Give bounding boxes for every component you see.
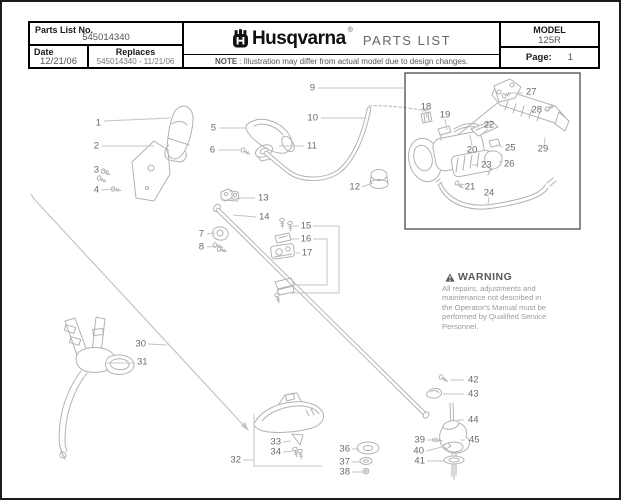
harness-art <box>58 316 135 460</box>
brand-name: Husqvarna <box>251 27 346 49</box>
page-label: Page: <box>525 52 552 63</box>
part-callout-17: 17 <box>302 248 313 259</box>
part-callout-6: 6 <box>210 145 215 156</box>
warning-triangle-icon <box>445 272 455 282</box>
part-callout-33: 33 <box>270 437 281 448</box>
part-callout-42: 42 <box>468 375 479 386</box>
part-callout-18: 18 <box>421 102 432 113</box>
part-callout-36: 36 <box>339 444 350 455</box>
part-callout-7: 7 <box>199 229 204 240</box>
model-label: MODEL <box>533 25 566 35</box>
part-callout-37: 37 <box>339 457 350 468</box>
part-callout-38: 38 <box>339 467 350 478</box>
part-callout-5: 5 <box>211 123 216 134</box>
callout-layer: 1234567891011121314151617181920212223242… <box>94 83 549 478</box>
part-callout-9: 9 <box>310 83 315 94</box>
gearhead-art <box>422 373 470 480</box>
part-callout-43: 43 <box>468 389 479 400</box>
part-callout-31: 31 <box>137 357 148 368</box>
part-callout-12: 12 <box>349 182 360 193</box>
part-callout-45: 45 <box>469 435 480 446</box>
part-callout-27: 27 <box>526 87 537 98</box>
brand-logo: Husqvarna ® PARTS LIST <box>184 23 499 55</box>
replaces-label: Replaces <box>115 47 156 57</box>
date-value: 12/21/06 <box>40 56 77 67</box>
part-callout-19: 19 <box>440 110 451 121</box>
part-callout-2: 2 <box>94 141 99 152</box>
drive-tube-art <box>213 203 429 418</box>
leader-lines <box>100 87 550 473</box>
warning-body: All repairs, adjustments and maintenance… <box>442 284 547 331</box>
part-callout-14: 14 <box>259 212 270 223</box>
part-callout-29: 29 <box>538 144 549 155</box>
part-callout-8: 8 <box>199 242 204 253</box>
part-callout-10: 10 <box>307 113 318 124</box>
part-callout-15: 15 <box>301 221 312 232</box>
washers-art <box>356 441 380 475</box>
cable-parts-art <box>270 217 295 304</box>
engine-box-art <box>404 72 581 230</box>
part-callout-20: 20 <box>467 145 478 156</box>
replaces-cell: Replaces 545014340 - 11/21/06 <box>89 46 182 67</box>
replaces-value: 545014340 - 11/21/06 <box>96 57 175 66</box>
part-callout-24: 24 <box>484 188 495 199</box>
registered-mark: ® <box>347 27 353 34</box>
note-prefix: NOTE <box>214 56 238 66</box>
model-cell: MODEL 125R <box>501 23 598 48</box>
part-callout-25: 25 <box>505 143 516 154</box>
date-cell: Date 12/21/06 <box>30 46 89 67</box>
part-callout-28: 28 <box>531 105 542 116</box>
part-callout-13: 13 <box>258 193 269 204</box>
handlebar-art <box>263 105 422 181</box>
part-callout-16: 16 <box>301 234 312 245</box>
page-value: 1 <box>567 52 574 63</box>
part-callout-32: 32 <box>230 455 241 466</box>
header-left-section: Parts List No. 545014340 Date 12/21/06 R… <box>30 23 184 67</box>
header-center-section: Husqvarna ® PARTS LIST NOTE : Illustrati… <box>184 23 501 67</box>
note-body: : Illustration may differ from actual mo… <box>239 56 469 66</box>
driveshaft-art <box>30 193 249 431</box>
part-callout-39: 39 <box>414 435 425 446</box>
page-cell: Page: 1 <box>501 48 598 67</box>
part-callout-44: 44 <box>468 415 479 426</box>
header-right-section: MODEL 125R Page: 1 <box>501 23 598 67</box>
part-callout-11: 11 <box>307 141 317 152</box>
part-callout-40: 40 <box>413 446 424 457</box>
parts-list-no-label: Parts List No. <box>35 25 94 35</box>
warning-block: WARNING All repairs, adjustments and mai… <box>442 271 576 331</box>
date-label: Date <box>34 47 54 57</box>
part-callout-34: 34 <box>270 447 281 458</box>
husqvarna-crown-icon <box>232 29 248 48</box>
part-callout-21: 21 <box>465 182 476 193</box>
part-callout-22: 22 <box>484 120 495 131</box>
model-value: 125R <box>538 35 561 46</box>
note-text: NOTE : Illustration may differ from actu… <box>184 55 499 67</box>
guard-art <box>253 392 324 460</box>
part-callout-1: 1 <box>96 118 101 129</box>
part-callout-3: 3 <box>94 165 99 176</box>
header-table: Parts List No. 545014340 Date 12/21/06 R… <box>28 21 600 69</box>
warning-title: WARNING <box>442 271 576 283</box>
part-callout-23: 23 <box>481 160 492 171</box>
leader-arrow <box>432 438 437 442</box>
parts-list-no-value: 545014340 <box>82 32 130 43</box>
part-callout-26: 26 <box>504 159 515 170</box>
part-callout-41: 41 <box>414 456 425 467</box>
warning-title-text: WARNING <box>458 271 513 283</box>
part-callout-4: 4 <box>94 185 99 196</box>
front-handle-art <box>95 105 194 202</box>
doc-title: PARTS LIST <box>362 33 452 48</box>
parts-list-no-cell: Parts List No. 545014340 <box>30 23 182 46</box>
shaft-clamps-art <box>212 188 240 255</box>
part-callout-30: 30 <box>135 339 146 350</box>
